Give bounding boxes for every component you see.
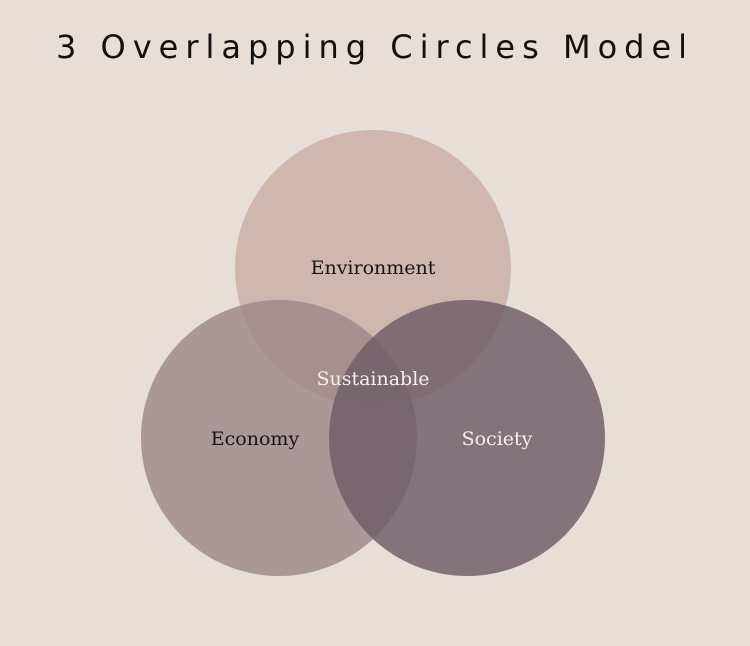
circle-society <box>329 300 605 576</box>
diagram-title: 3 Overlapping Circles Model <box>55 28 695 66</box>
label-economy: Economy <box>211 428 300 450</box>
label-sustainable: Sustainable <box>316 368 429 390</box>
label-society: Society <box>462 428 533 450</box>
label-environment: Environment <box>311 257 436 279</box>
